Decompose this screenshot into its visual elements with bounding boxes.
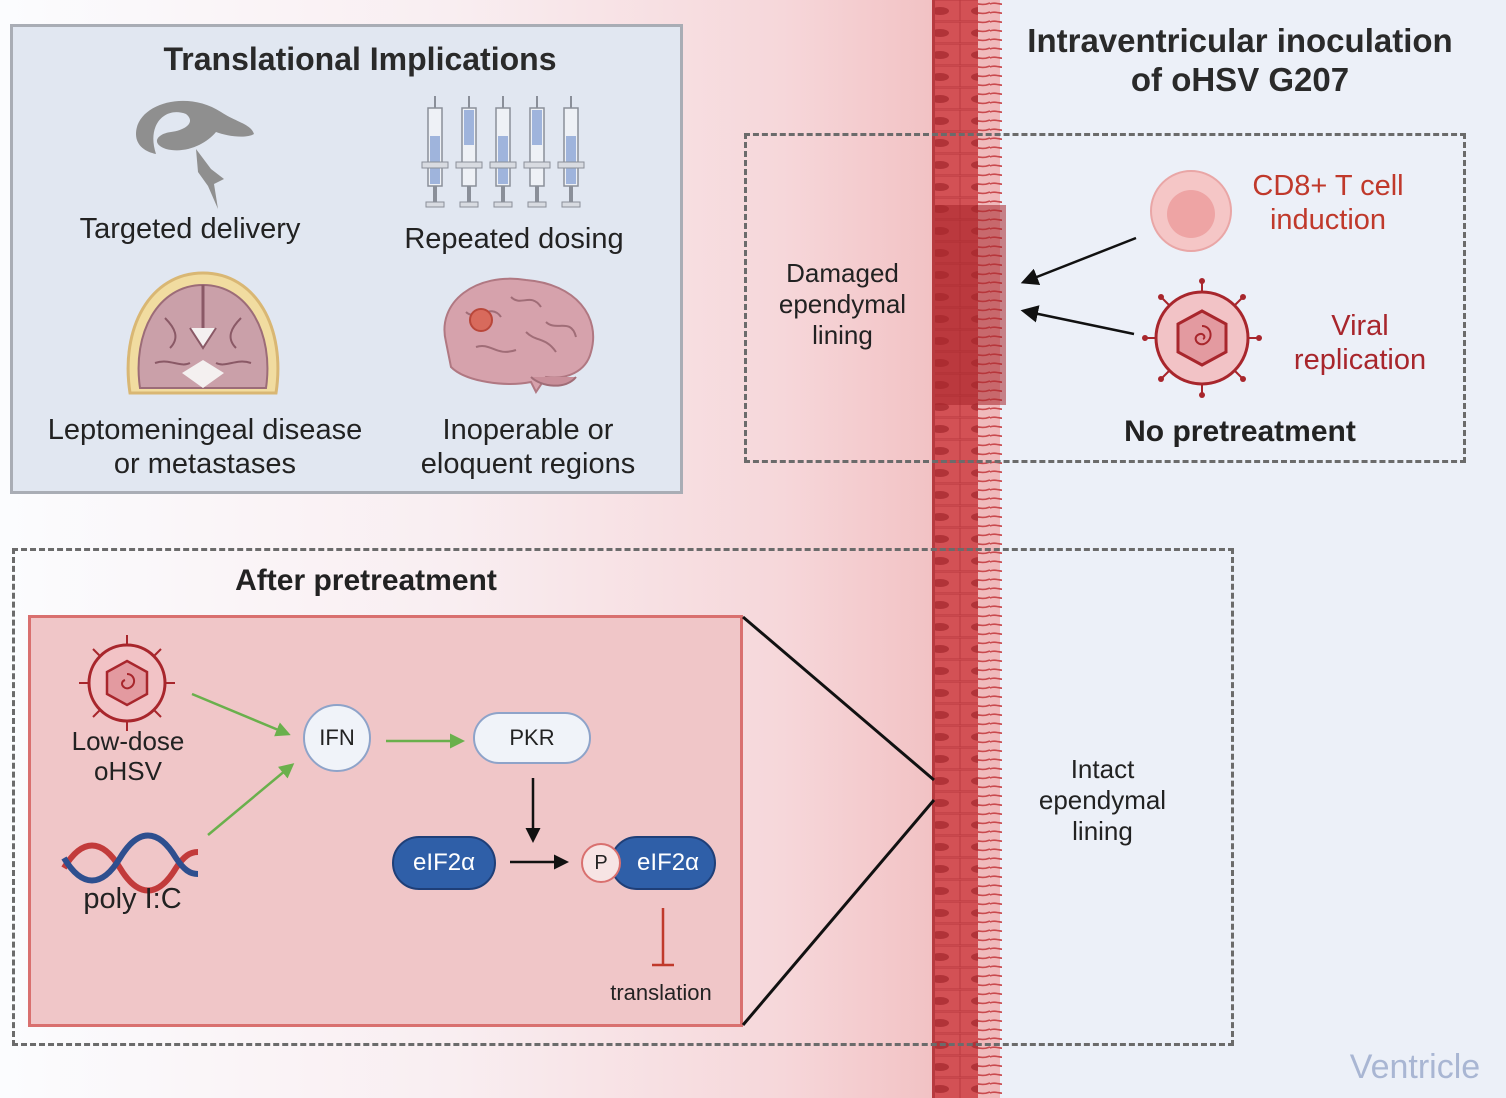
- syringe-icon: [557, 96, 585, 208]
- syringe-icon: [421, 96, 449, 208]
- low-dose-virus-icon: [79, 635, 175, 731]
- phosphate-label: P: [594, 851, 608, 874]
- intact-lining-label-line3: lining: [1072, 816, 1133, 846]
- intact-lining-label-line1: Intact: [1070, 754, 1135, 784]
- ifn-node: IFN: [303, 704, 371, 772]
- translational-title: Translational Implications: [163, 41, 557, 77]
- after-pretreatment-title: After pretreatment: [235, 564, 497, 597]
- syringe-icon: [455, 96, 483, 208]
- no-pretreatment-label: No pretreatment: [1124, 415, 1356, 448]
- low-dose-label-line1: Low-dose: [71, 726, 185, 756]
- phosphate-node: P: [581, 843, 621, 883]
- dna-icon: [61, 832, 199, 894]
- inoperable-label-line1: Inoperable or: [442, 414, 614, 446]
- t-cell-icon: [1150, 170, 1232, 252]
- low-dose-label-line2: oHSV: [94, 756, 162, 786]
- pkr-label: PKR: [509, 725, 555, 750]
- phospho-eif2a-label: eIF2α: [637, 849, 699, 876]
- inoculation-title-line2: of oHSV G207: [1130, 61, 1350, 98]
- cd8-label-line1: CD8+ T cell: [1252, 170, 1404, 202]
- pkr-node: PKR: [473, 712, 591, 764]
- damaged-lining-label-line3: lining: [812, 320, 873, 350]
- eif2a-node: eIF2α: [392, 836, 496, 890]
- ventricle-label: Ventricle: [1349, 1048, 1481, 1086]
- viral-label-line1: Viral: [1331, 310, 1389, 342]
- translation-label: translation: [610, 980, 712, 1005]
- no-pretreatment-box: [744, 133, 1466, 463]
- repeated-dosing-label: Repeated dosing: [404, 223, 624, 255]
- after-pretreatment-box: [12, 548, 1234, 1046]
- poly-ic-label: poly I:C: [83, 883, 182, 915]
- damaged-lining-label-line1: Damaged: [786, 258, 899, 288]
- virus-icon: [1142, 278, 1262, 398]
- damaged-lining-patch: [934, 205, 1006, 405]
- viral-label-line2: replication: [1293, 344, 1427, 376]
- ifn-label: IFN: [319, 725, 355, 750]
- syringe-icon: [489, 96, 517, 208]
- syringes-icon: [421, 96, 585, 208]
- targeted-delivery-label: Targeted delivery: [79, 213, 301, 245]
- leptomeningeal-label-line2: or metastases: [113, 448, 297, 480]
- damaged-lining-label-line2: ependymal: [778, 289, 907, 319]
- brain-tumor-icon: [443, 277, 595, 394]
- inoculation-title-line1: Intraventricular inoculation: [1027, 22, 1453, 59]
- syringe-icon: [523, 96, 551, 208]
- cd8-label-line2: induction: [1269, 204, 1387, 236]
- coronal-brain-icon: [126, 271, 280, 395]
- ventricle-system-icon: [136, 100, 254, 209]
- leptomeningeal-label-line1: Leptomeningeal disease: [47, 414, 363, 446]
- inoperable-label-line2: eloquent regions: [420, 448, 636, 480]
- intact-lining-label-line2: ependymal: [1038, 785, 1167, 815]
- eif2a-label: eIF2α: [413, 849, 475, 876]
